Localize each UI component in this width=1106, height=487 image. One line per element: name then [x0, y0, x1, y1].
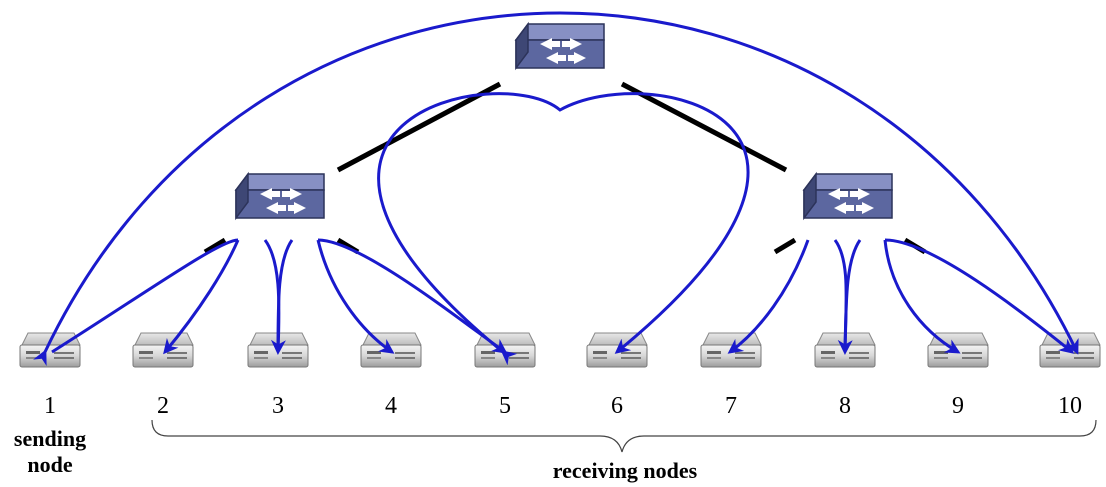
- switch-icon-left: [235, 173, 325, 219]
- arrow-right-to-9: [883, 239, 961, 354]
- node-label-2: 2: [157, 393, 169, 419]
- switch-icon-right: [803, 173, 893, 219]
- node-label-4: 4: [385, 393, 397, 419]
- arrow-big-arc-1-to-10: [33, 11, 1079, 367]
- arrow-1-to-left-switch: [51, 238, 239, 354]
- arrow-left-to-2: [163, 239, 240, 355]
- switch-icon-root: [515, 23, 605, 69]
- link-right-stub-a: [773, 237, 797, 255]
- arrow-right-to-8b: [843, 239, 862, 353]
- server-icon-node-6: [586, 332, 648, 368]
- server-icon-node-2: [132, 332, 194, 368]
- physical-links: [203, 81, 927, 255]
- node-label-6: 6: [611, 393, 623, 419]
- sending-node-label: sending node: [13, 426, 87, 477]
- node-label-5: 5: [499, 393, 511, 419]
- arrow-left-to-3b: [276, 239, 294, 353]
- link-left-stub-a: [203, 237, 227, 255]
- link-right-to-root: [620, 81, 788, 173]
- link-left-to-root: [336, 81, 502, 173]
- arrow-left-to-5: [317, 238, 508, 354]
- node-label-10: 10: [1058, 393, 1082, 419]
- node-label-3: 3: [272, 393, 284, 419]
- node-label-7: 7: [725, 393, 737, 419]
- arrow-left-to-4: [316, 239, 395, 354]
- node-label-8: 8: [839, 393, 851, 419]
- receiving-brace: [151, 419, 1097, 453]
- multicast-arrows: [33, 11, 1079, 367]
- node-label-1: 1: [44, 393, 56, 419]
- arrow-right-to-10: [884, 238, 1075, 354]
- server-icon-node-1: [19, 332, 81, 368]
- arrow-right-to-7: [727, 239, 810, 354]
- receiving-nodes-label: receiving nodes: [552, 458, 698, 483]
- arrow-inner-loop-5-to-6: [377, 92, 750, 366]
- node-label-9: 9: [952, 393, 964, 419]
